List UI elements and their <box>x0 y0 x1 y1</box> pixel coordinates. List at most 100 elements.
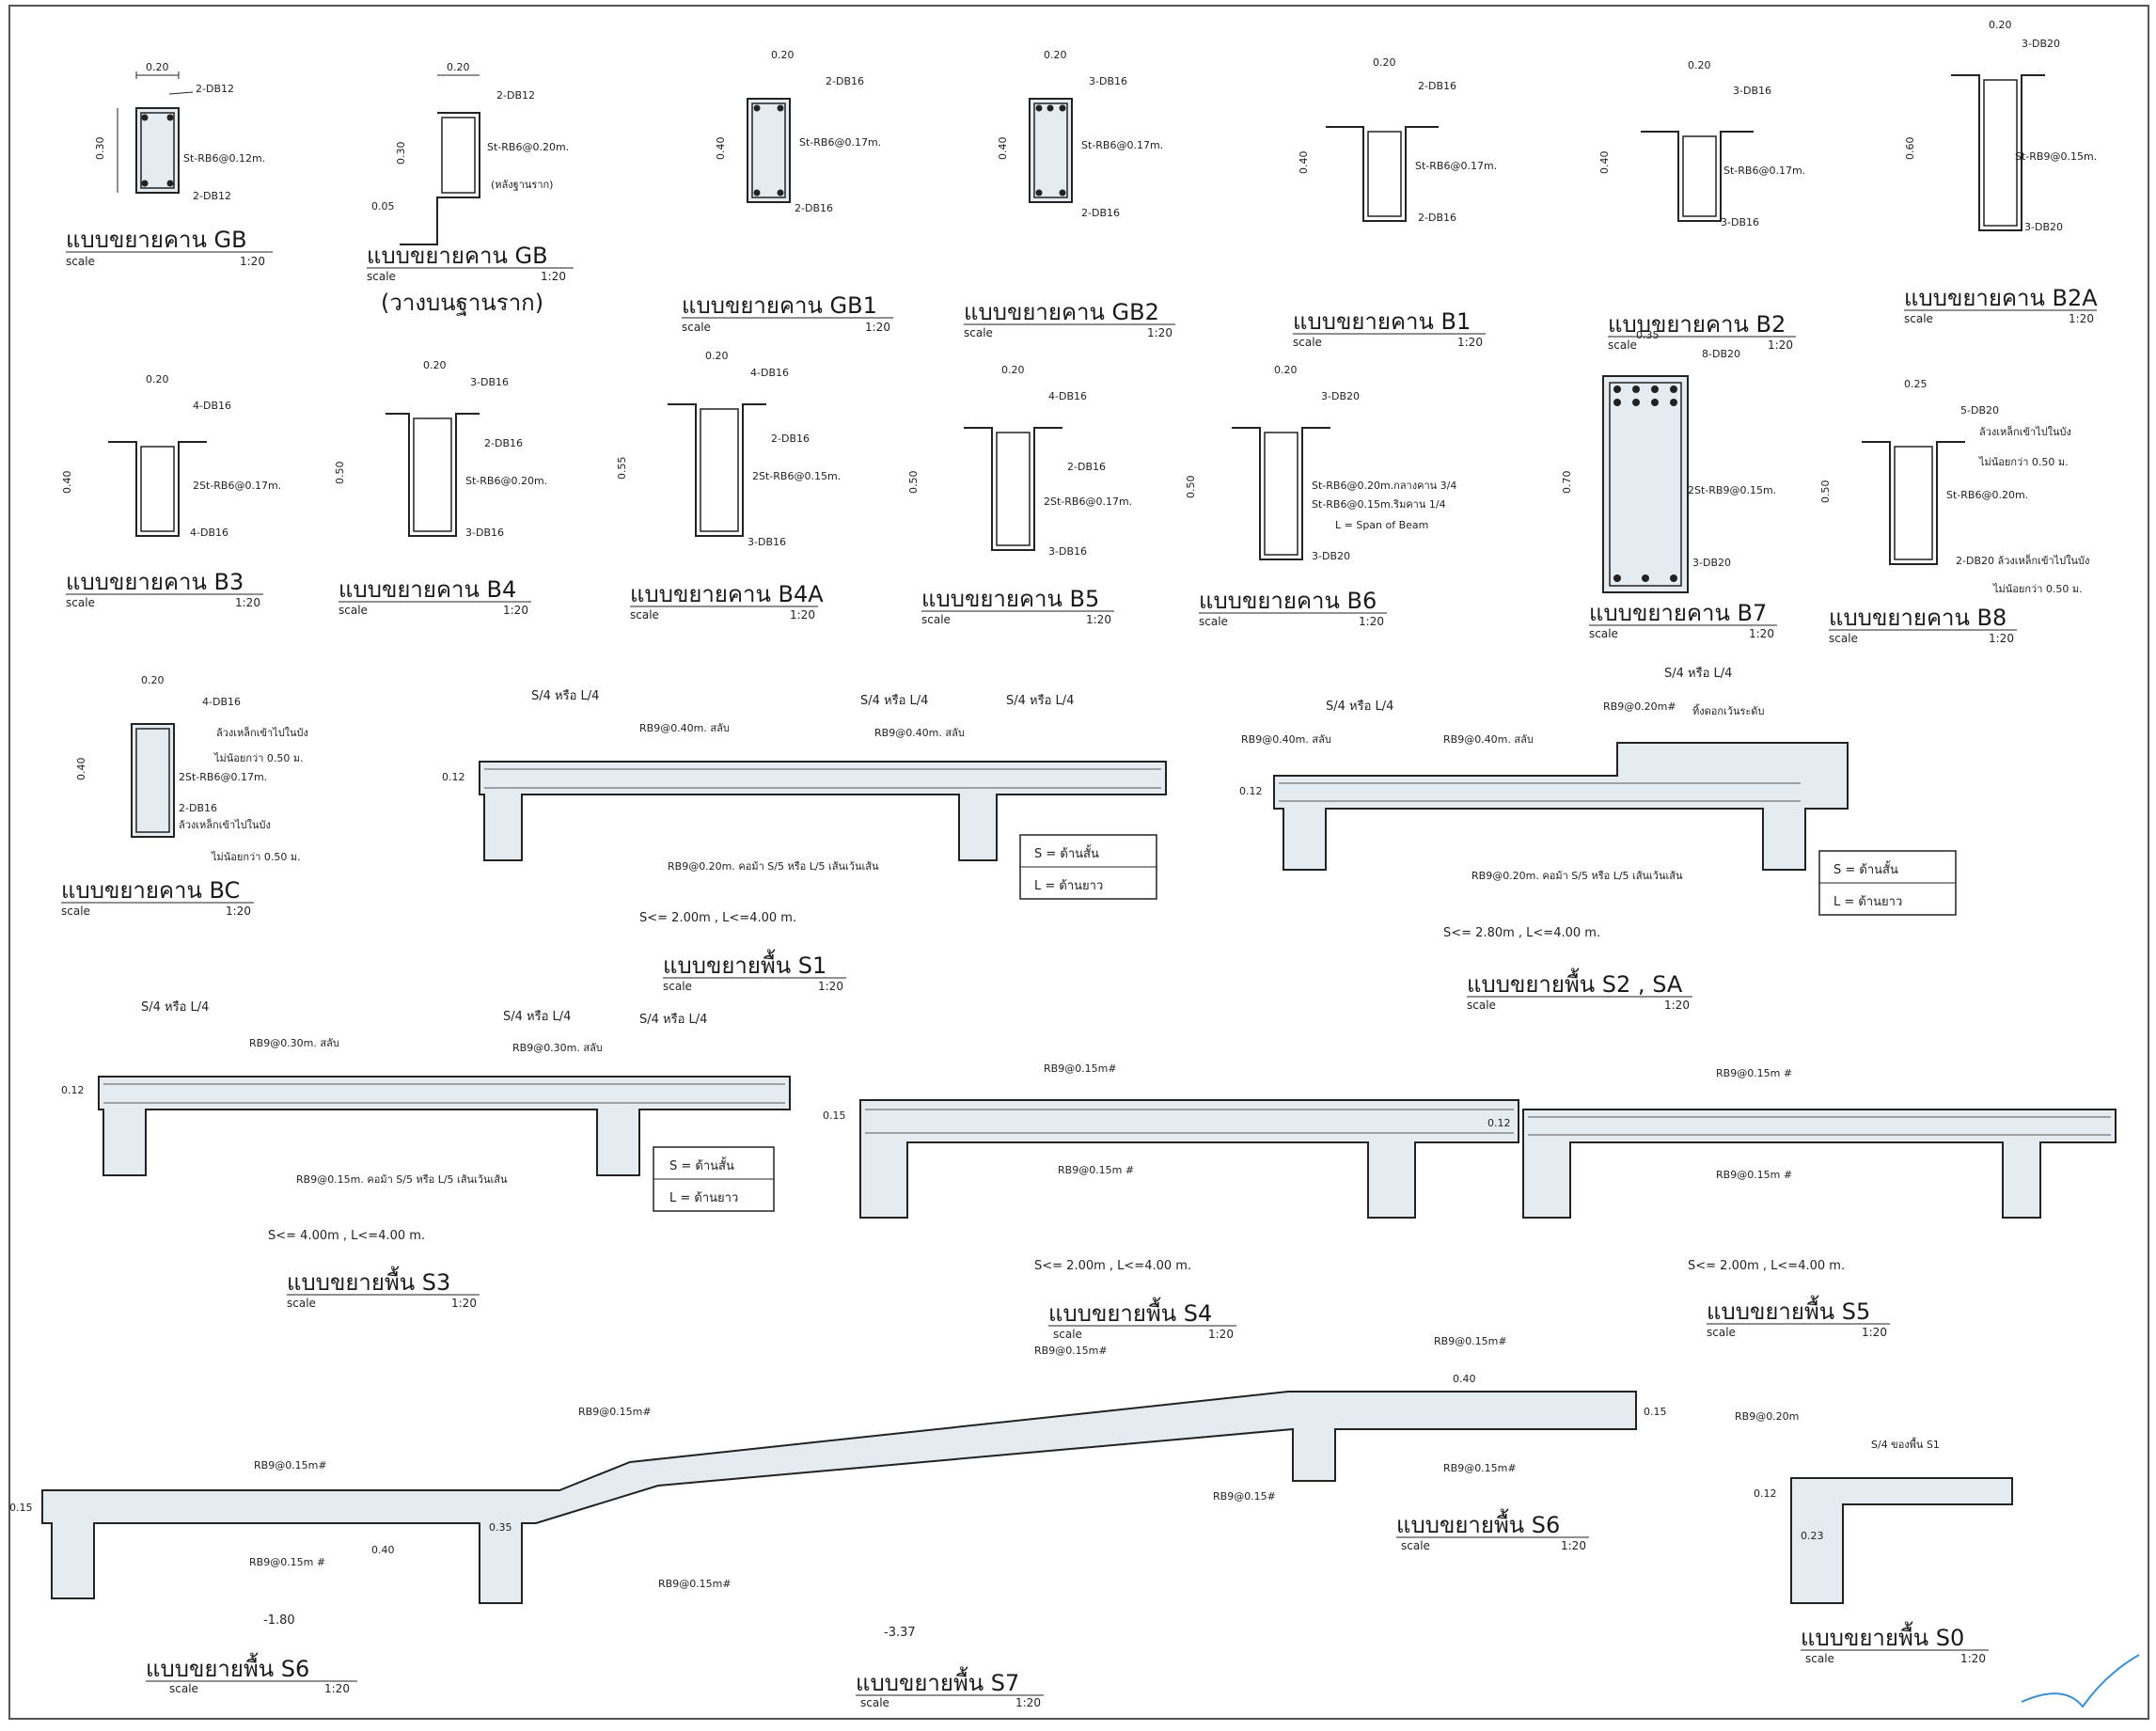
beam-stirrup: 2St-RB6@0.15m. <box>752 470 841 482</box>
legend-long-side: L = ด้านยาว <box>1034 879 1103 893</box>
scale-value: 1:20 <box>790 608 815 622</box>
beam-bottom-bar: 2-DB20 ล้วงเหล็กเข้าไปในบัง <box>1956 554 2089 567</box>
beam-width: 0.20 <box>146 61 169 73</box>
slab-main-bar: RB9@0.15m. คอม้า S/5 หรือ L/5 เส้นเว้นเส… <box>296 1173 508 1186</box>
beam-top-bar: 4-DB16 <box>1048 390 1087 402</box>
beam-bottom-bar: 3-DB16 <box>1048 545 1087 558</box>
scale-value: 1:20 <box>1664 999 1690 1012</box>
beam-title: แบบขยายคาน B5 <box>921 586 1099 612</box>
beam-height: 0.40 <box>1298 151 1310 175</box>
scale-value: 1:20 <box>1359 615 1384 628</box>
slab-s6-s7: 0.15 RB9@0.15m# RB9@0.15m # 0.40 0.35 RB… <box>9 1335 1667 1709</box>
beam-width: 0.20 <box>146 373 169 386</box>
scale-word: scale <box>682 321 711 334</box>
beam-stirrup: St-RB6@0.20m. <box>1946 489 2028 501</box>
scale-word: scale <box>1293 336 1322 349</box>
scale-value: 1:20 <box>1989 632 2014 645</box>
beam-b4a: 0.20 4-DB16 2-DB16 2St-RB6@0.15m. 3-DB16… <box>616 350 841 622</box>
slab-top-bar: RB9@0.40m. สลับ <box>1443 733 1534 746</box>
scale-word: scale <box>66 596 95 609</box>
scale-value: 1:20 <box>2069 312 2094 325</box>
scale-value: 1:20 <box>1208 1328 1234 1341</box>
slab-top-bar: RB9@0.40m. สลับ <box>1241 733 1331 746</box>
scale-word: scale <box>1053 1328 1082 1341</box>
slab-thickness: 0.12 <box>1239 785 1263 797</box>
scale-value: 1:20 <box>235 596 260 609</box>
slab-title: แบบขยายพื้น S3 <box>287 1266 450 1296</box>
slab-extent-label: S/4 หรือ L/4 <box>531 688 599 703</box>
legend-short-side: S = ด้านสั้น <box>1034 844 1099 861</box>
beam-height: 0.40 <box>997 137 1009 161</box>
beam-top-bar: 8-DB20 <box>1702 348 1740 360</box>
beam-b4: 0.20 3-DB16 2-DB16 St-RB6@0.20m. 3-DB16 … <box>334 359 547 617</box>
beam-top-bar: 3-DB16 <box>1089 75 1127 87</box>
scale-word: scale <box>1401 1539 1430 1552</box>
beam-title: แบบขยายคาน B8 <box>1829 605 2006 631</box>
scale-word: scale <box>1199 615 1228 628</box>
beam-bottom-bar: 3-DB20 <box>2024 221 2063 233</box>
beam-stirrup: St-RB6@0.20m.กลางคาน 3/4 <box>1312 480 1456 492</box>
beam-title: แบบขยายคาน B6 <box>1199 588 1377 614</box>
beam-bottom-bar: 2-DB16 <box>179 802 217 814</box>
beam-top-note: ล้วงเหล็กเข้าไปในบัง <box>216 726 308 739</box>
beam-height: 0.55 <box>616 457 628 480</box>
beam-width: 0.25 <box>1904 378 1928 390</box>
scale-value: 1:20 <box>1086 613 1111 626</box>
slab-s1: S/4 หรือ L/4 S/4 หรือ L/4 S/4 หรือ L/4 R… <box>442 688 1167 993</box>
beam-height: 0.30 <box>94 137 106 161</box>
scale-value: 1:20 <box>865 321 890 334</box>
slab-thickness: 0.12 <box>442 771 465 783</box>
beam-note: L = Span of Beam <box>1335 519 1428 531</box>
beam-height: 0.60 <box>1904 137 1916 161</box>
beam-height: 0.50 <box>1185 476 1197 499</box>
slab-top-bar: RB9@0.20m# <box>1603 700 1676 713</box>
signature-mark <box>2021 1654 2140 1708</box>
sheet-border <box>8 5 2149 1720</box>
slab-bottom-bar: RB9@0.15m # <box>1716 1169 1792 1181</box>
legend-short-side: S = ด้านสั้น <box>1833 860 1898 877</box>
scale-value: 1:20 <box>1960 1652 1986 1665</box>
beam-bottom-bar: 3-DB20 <box>1312 550 1350 562</box>
slab-title: แบบขยายพื้น S6 <box>1396 1508 1560 1538</box>
beam-stirrup: 2St-RB6@0.17m. <box>179 771 267 783</box>
beam-top-bar: 4-DB16 <box>193 400 231 412</box>
scale-word: scale <box>287 1297 316 1310</box>
beam-b8: 0.25 5-DB20 ล้วงเหล็กเข้าไปในบัง ไม่น้อย… <box>1819 378 2089 645</box>
scale-word: scale <box>169 1682 198 1695</box>
beam-title: แบบขยายคาน B1 <box>1293 308 1471 335</box>
beam-stirrup: St-RB9@0.15m. <box>2015 150 2097 163</box>
beam-b2a: 0.20 3-DB20 St-RB9@0.15m. 3-DB20 0.60 แบ… <box>1904 19 2098 325</box>
beam-bottom-bar: 2-DB12 <box>193 190 231 202</box>
beam-width: 0.35 <box>1636 329 1660 341</box>
beam-b1: 0.20 2-DB16 St-RB6@0.17m. 2-DB16 0.40 แบ… <box>1293 56 1497 349</box>
slab-dimension: 0.35 <box>489 1521 512 1534</box>
slab-span: S<= 2.00m , L<=4.00 m. <box>1034 1259 1191 1273</box>
beam-bottom-note: ไม่น้อยกว่า 0.50 ม. <box>1992 583 2083 595</box>
beam-bc: 0.20 4-DB16 ล้วงเหล็กเข้าไปในบัง ไม่น้อย… <box>61 674 308 918</box>
beam-top-bar: 3-DB16 <box>470 376 509 388</box>
beam-width: 0.20 <box>1274 364 1298 376</box>
beam-stirrup: St-RB6@0.17m. <box>1723 165 1805 177</box>
beam-width: 0.20 <box>1001 364 1025 376</box>
beam-width: 0.20 <box>141 674 165 686</box>
beam-height: 0.50 <box>907 471 920 495</box>
beam-stirrup: St-RB6@0.17m. <box>799 136 881 149</box>
slab-top-bar: RB9@0.40m. สลับ <box>639 722 730 734</box>
slab-s3: S/4 หรือ L/4 S/4 หรือ L/4 S/4 หรือ L/4 R… <box>61 999 791 1310</box>
slab-top-bar: RB9@0.15m# <box>1434 1335 1507 1347</box>
beam-b5: 0.20 4-DB16 2-DB16 2St-RB6@0.17m. 3-DB16… <box>907 364 1132 626</box>
slab-top-bar: RB9@0.30m. สลับ <box>249 1037 339 1049</box>
slab-top-bar: RB9@0.40m. สลับ <box>874 727 965 739</box>
beam-title: แบบขยายคาน B3 <box>66 569 244 595</box>
slab-bottom-bar: RB9@0.15m# <box>1443 1462 1517 1474</box>
beam-b2: 0.20 3-DB16 St-RB6@0.17m. 3-DB16 0.40 แบ… <box>1598 59 1805 352</box>
legend-long-side: L = ด้านยาว <box>1833 895 1902 909</box>
beam-top-note: ล้วงเหล็กเข้าไปในบัง <box>1979 425 2071 438</box>
slab-title: แบบขยายพื้น S2 , SA <box>1467 968 1683 998</box>
beam-b6: 0.20 3-DB20 St-RB6@0.20m.กลางคาน 3/4 St-… <box>1185 364 1456 628</box>
scale-value: 1:20 <box>1457 336 1483 349</box>
legend-long-side: L = ด้านยาว <box>669 1191 738 1205</box>
scale-value: 1:20 <box>503 604 528 617</box>
slab-span: S<= 4.00m , L<=4.00 m. <box>268 1229 425 1243</box>
